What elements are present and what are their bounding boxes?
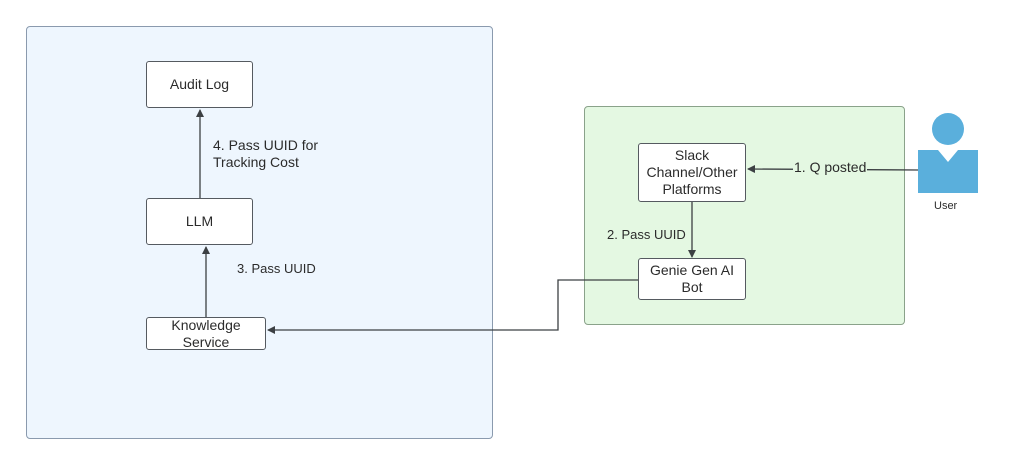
user-label: User bbox=[934, 200, 958, 212]
edge-genie-to-knowledge bbox=[267, 279, 638, 334]
edge-label-2: 2. Pass UUID bbox=[607, 227, 686, 242]
slack-label: Slack Channel/Other Platforms bbox=[646, 147, 738, 197]
edge-label-1: 1. Q posted bbox=[793, 159, 868, 176]
slack-node: Slack Channel/Other Platforms bbox=[638, 143, 746, 202]
genie-bot-label: Genie Gen AI Bot bbox=[649, 262, 735, 295]
knowledge-service-node: Knowledge Service bbox=[146, 317, 266, 350]
llm-label: LLM bbox=[185, 213, 214, 229]
backend-region bbox=[26, 26, 493, 439]
llm-node: LLM bbox=[146, 198, 253, 245]
audit-log-node: Audit Log bbox=[146, 61, 253, 108]
edge-label-4: 4. Pass UUID for Tracking Cost bbox=[213, 137, 319, 170]
user-icon bbox=[918, 113, 978, 193]
genie-bot-node: Genie Gen AI Bot bbox=[638, 258, 746, 300]
edge-label-3: 3. Pass UUID bbox=[237, 261, 316, 276]
knowledge-service-label: Knowledge Service bbox=[171, 316, 241, 350]
audit-log-label: Audit Log bbox=[169, 76, 230, 92]
